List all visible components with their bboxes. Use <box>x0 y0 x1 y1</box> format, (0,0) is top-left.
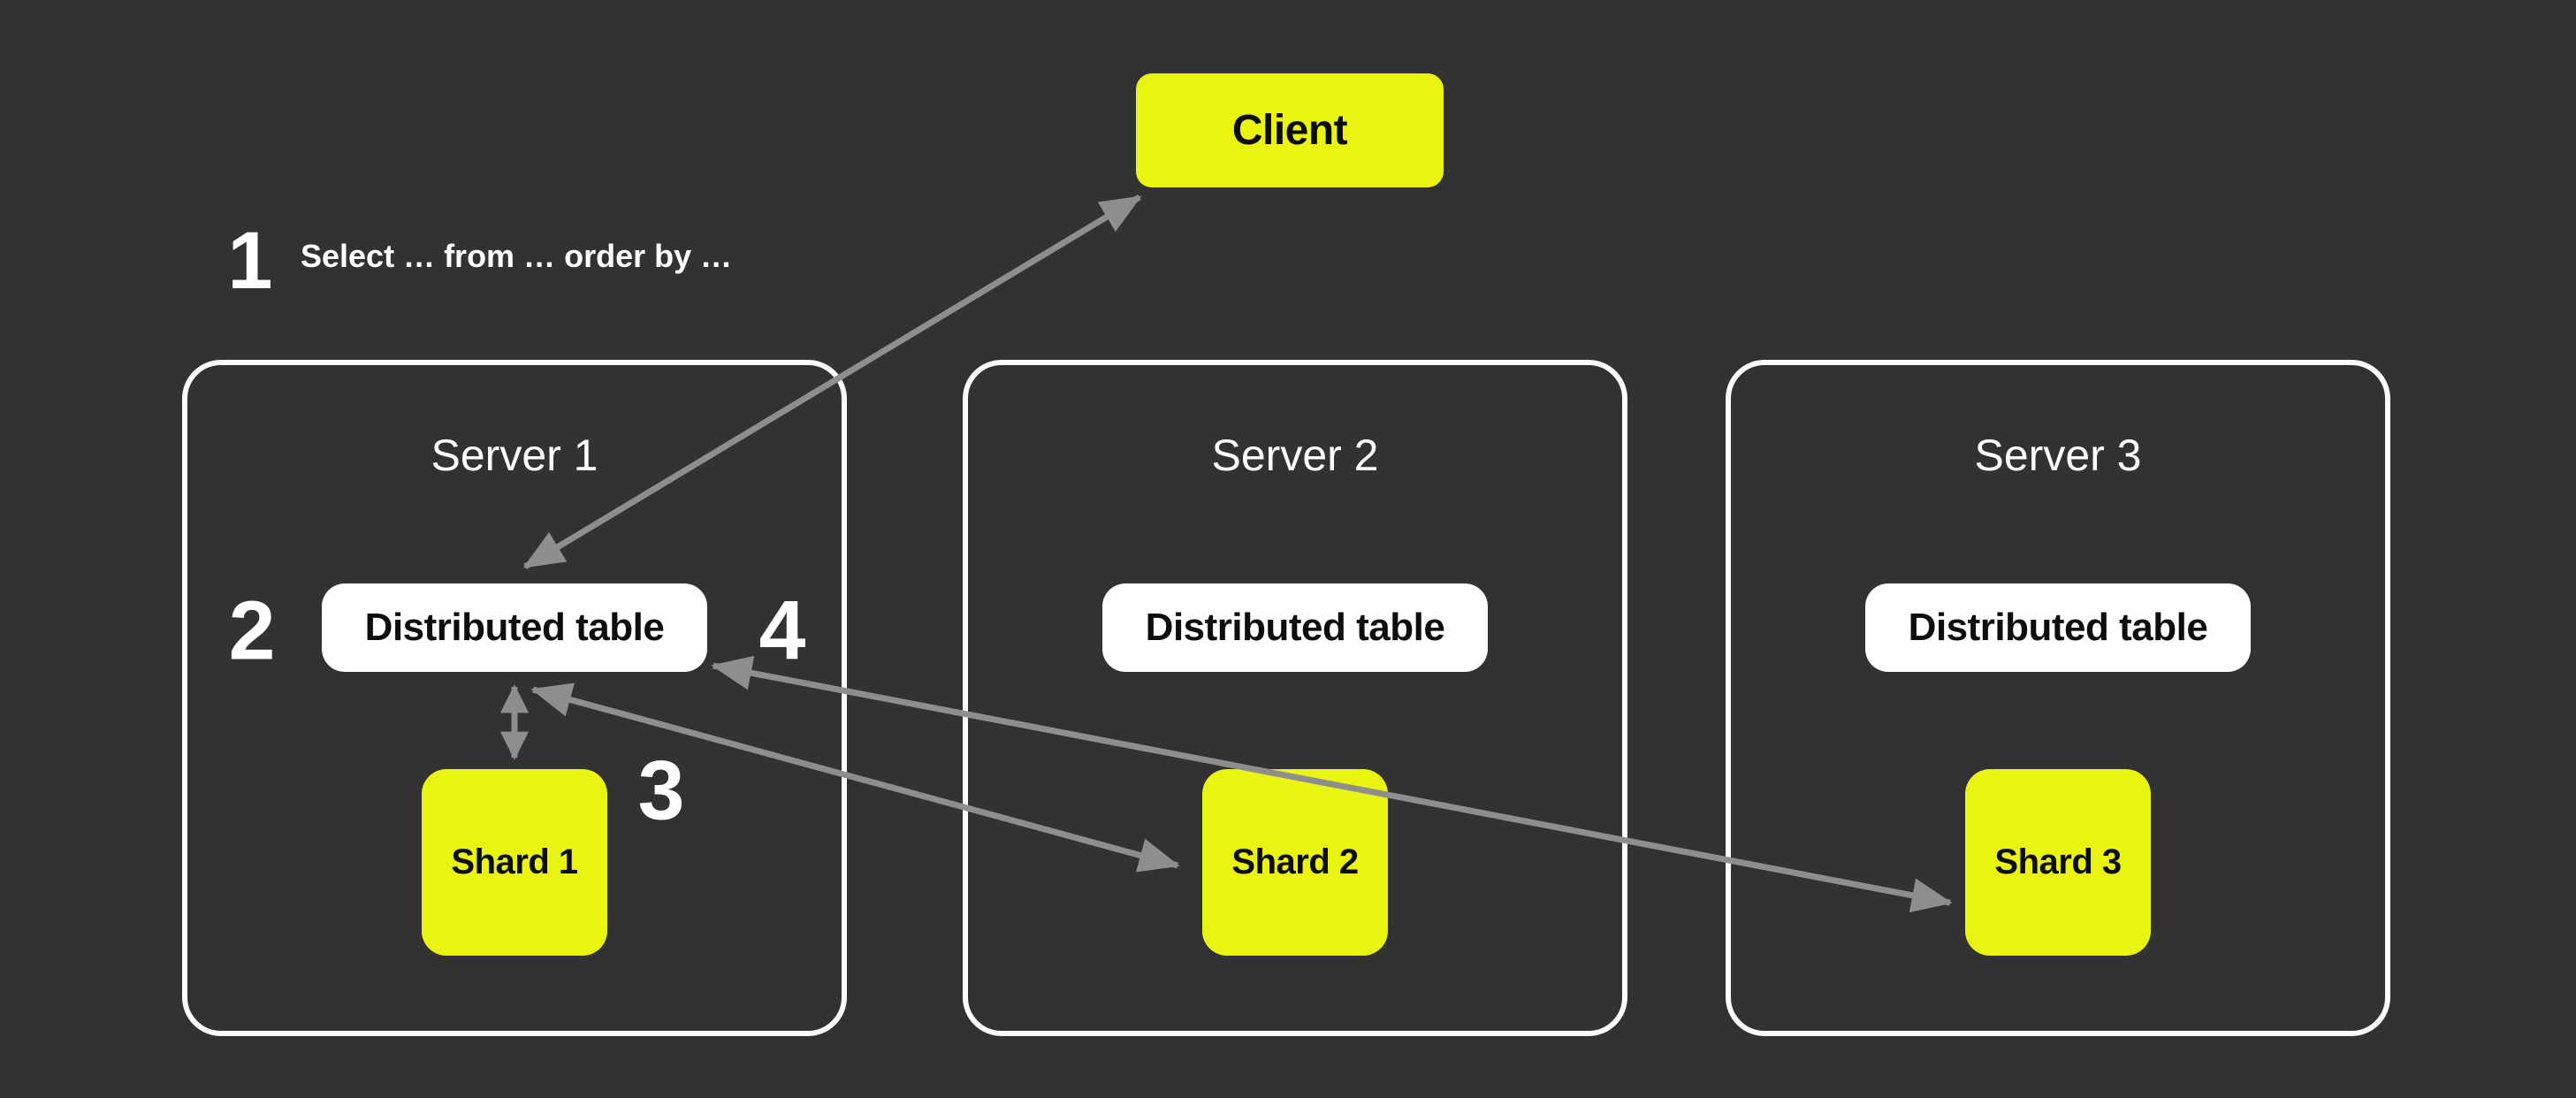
client-label: Client <box>1231 107 1348 154</box>
server-2-title: Server 2 <box>1211 431 1379 480</box>
server-1-box: Server 1 Distributed table Shard 1 <box>182 360 847 1036</box>
server-2-box: Server 2 Distributed table Shard 2 <box>963 360 1627 1036</box>
step-1-number: 1 <box>227 216 273 306</box>
server-1-distributed-table: Distributed table <box>322 583 707 672</box>
step-1-query-text: Select … from … order by … <box>301 238 733 274</box>
server-1-shard: Shard 1 <box>422 769 607 956</box>
server-2-distributed-table: Distributed table <box>1102 583 1488 672</box>
server-3-box: Server 3 Distributed table Shard 3 <box>1726 360 2390 1036</box>
server-2-shard: Shard 2 <box>1202 769 1388 956</box>
step-2-number: 2 <box>228 583 276 678</box>
step-4-number: 4 <box>758 583 806 678</box>
step-3-number: 3 <box>637 743 685 838</box>
client-box: Client <box>1136 73 1444 187</box>
server-3-title: Server 3 <box>1974 431 2142 480</box>
server-3-distributed-table: Distributed table <box>1865 583 2251 672</box>
server-1-title: Server 1 <box>431 431 598 480</box>
server-3-shard: Shard 3 <box>1965 769 2151 956</box>
